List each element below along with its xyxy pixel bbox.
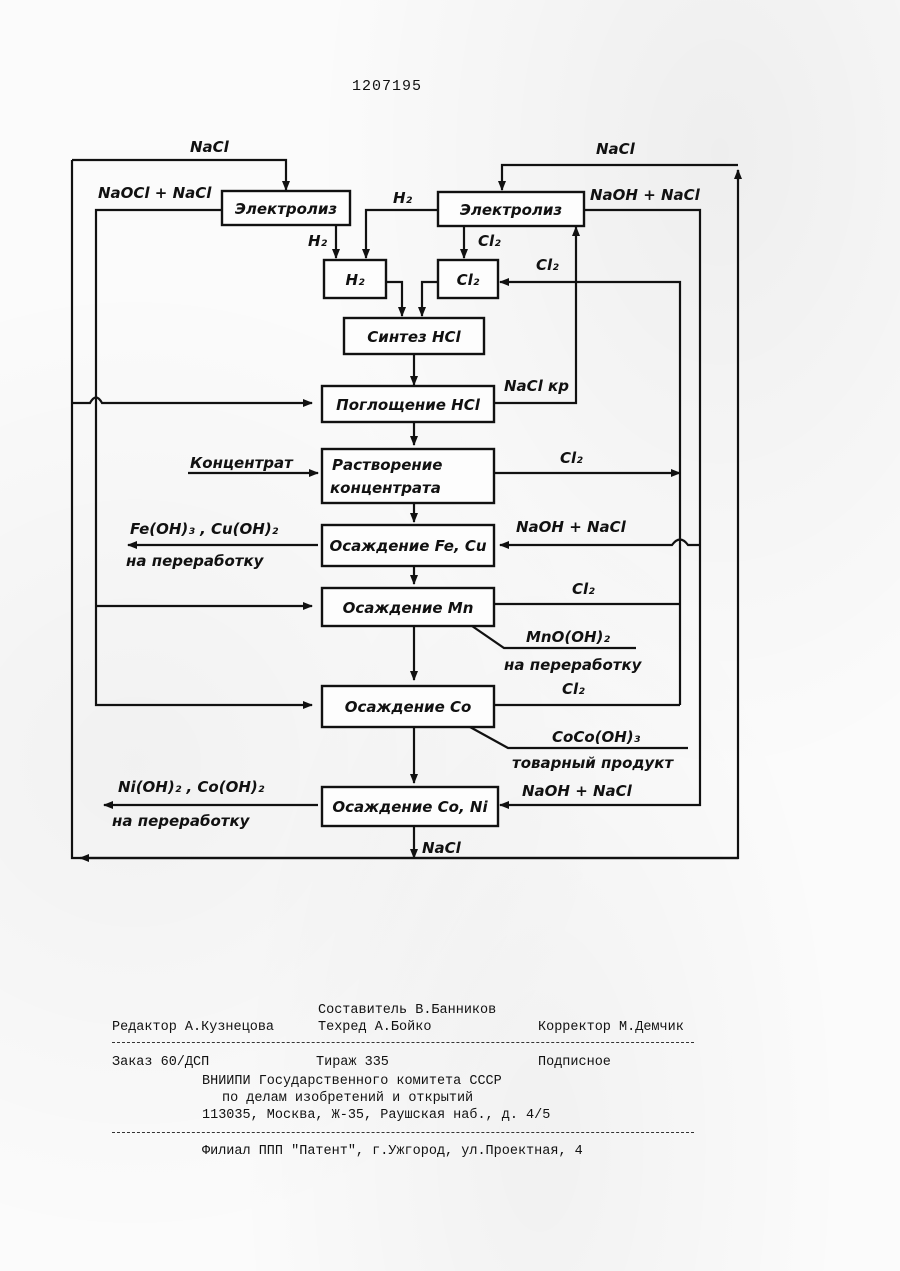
label-fe-cu-hydroxides: Fe(OH)₃ , Cu(OH)₂ xyxy=(130,520,279,538)
box-dissolution: Растворение концентрата xyxy=(322,449,494,503)
naoh-feed-column xyxy=(500,210,700,805)
box-electrolysis-right: Электролиз xyxy=(438,192,584,226)
label-naoh-nacl-top: NaOH + NaCl xyxy=(590,186,701,204)
label-nacl-bottom: NaCl xyxy=(422,839,462,857)
label-cl2-mn: Cl₂ xyxy=(572,580,595,598)
electrolysis-left-label: Электролиз xyxy=(235,200,338,218)
precip-co-ni-label: Осаждение Co, Ni xyxy=(332,798,488,816)
label-commercial-product: товарный продукт xyxy=(512,754,674,772)
dissolution-label-line2: концентрата xyxy=(330,479,441,497)
naoh-to-fe-cu xyxy=(500,540,700,546)
footer-corrector: Корректор М.Демчик xyxy=(538,1020,684,1035)
dissolution-label-line1: Растворение xyxy=(332,456,442,474)
label-nacl-top-right: NaCl xyxy=(596,140,636,158)
box-precip-co-ni: Осаждение Co, Ni xyxy=(322,787,498,826)
precip-fe-cu-label: Осаждение Fe, Cu xyxy=(329,537,486,555)
footer-divider-top xyxy=(112,1042,694,1043)
label-mno-oh2: MnO(OH)₂ xyxy=(526,628,610,646)
label-nacl-kr: NaCl кр xyxy=(504,377,569,395)
cl2-box-label: Cl₂ xyxy=(457,271,480,289)
h2-right-feed xyxy=(366,210,438,258)
h2-box-label: H₂ xyxy=(345,271,365,289)
footer-branch: Филиал ППП "Патент", г.Ужгород, ул.Проек… xyxy=(202,1144,583,1159)
footer-circulation: Тираж 335 xyxy=(316,1055,389,1070)
footer-compiler: Составитель В.Банников xyxy=(318,1003,496,1018)
precip-mn-label: Осаждение Mn xyxy=(343,599,474,617)
label-h2-mid: H₂ xyxy=(393,189,413,207)
cl2-to-synthesis xyxy=(422,282,438,316)
box-hcl-absorption: Поглощение HCl xyxy=(322,386,494,422)
precip-co-label: Осаждение Co xyxy=(345,698,472,716)
label-naoh-nacl-fe: NaOH + NaCl xyxy=(516,518,627,536)
box-hcl-synthesis: Синтез HCl xyxy=(344,318,484,354)
box-precip-mn: Осаждение Mn xyxy=(322,588,494,626)
process-flow-diagram: Электролиз Электролиз H₂ Cl₂ Синтез HCl … xyxy=(0,0,900,1000)
box-h2: H₂ xyxy=(324,260,386,298)
footer-techred: Техред А.Бойко xyxy=(318,1020,431,1035)
label-cl2-return: Cl₂ xyxy=(536,256,559,274)
label-nacl-top-left: NaCl xyxy=(190,138,230,156)
label-concentrate: Концентрат xyxy=(190,454,294,472)
label-cl2-co: Cl₂ xyxy=(562,680,585,698)
hcl-synthesis-label: Синтез HCl xyxy=(367,328,461,346)
footer-institute: ВНИИПИ Государственного комитета СССР xyxy=(202,1074,502,1089)
label-naoh-nacl-bottom: NaOH + NaCl xyxy=(522,782,633,800)
box-cl2: Cl₂ xyxy=(438,260,498,298)
electrolysis-right-label: Электролиз xyxy=(460,201,563,219)
label-cl2-dissolution: Cl₂ xyxy=(560,449,583,467)
nacl-to-absorption xyxy=(72,398,312,404)
box-precip-co: Осаждение Co xyxy=(322,686,494,727)
footer-divider-bottom xyxy=(112,1132,694,1133)
footer-editor: Редактор А.Кузнецова xyxy=(112,1020,274,1035)
label-naocl-nacl: NaOCl + NaCl xyxy=(98,184,212,202)
label-coco-oh3: CoCo(OH)₃ xyxy=(552,728,641,746)
hcl-absorption-label: Поглощение HCl xyxy=(336,396,481,414)
box-precip-fe-cu: Осаждение Fe, Cu xyxy=(322,525,494,566)
footer-address: 113035, Москва, Ж-35, Раушская наб., д. … xyxy=(202,1108,550,1123)
footer-subscription: Подписное xyxy=(538,1055,611,1070)
label-to-processing-2: на переработку xyxy=(504,656,643,674)
label-to-processing-1: на переработку xyxy=(126,552,265,570)
box-electrolysis-left: Электролиз xyxy=(222,191,350,225)
h2-to-synthesis xyxy=(386,282,402,316)
label-cl2-mid: Cl₂ xyxy=(478,232,501,250)
label-h2-left: H₂ xyxy=(308,232,328,250)
footer-order: Заказ 60/ДСП xyxy=(112,1055,209,1070)
label-to-processing-3: на переработку xyxy=(112,812,251,830)
label-ni-co-hydroxides: Ni(OH)₂ , Co(OH)₂ xyxy=(118,778,265,796)
footer-institute-line2: по делам изобретений и открытий xyxy=(222,1091,473,1106)
